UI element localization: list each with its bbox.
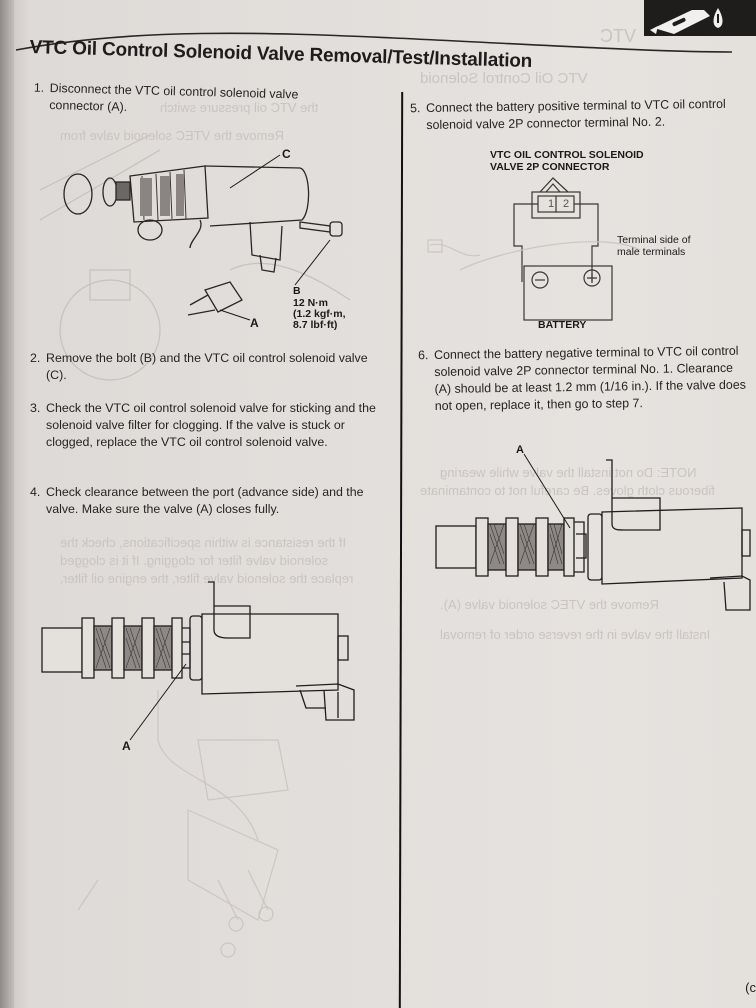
callout-c: C: [282, 147, 291, 161]
section-tab: [644, 0, 756, 36]
torque-spec-kgfm: (1.2 kgf·m,: [293, 308, 346, 320]
step-number: 1.: [33, 80, 45, 95]
bleed-through-text: VTC Oil Control Solenoid: [420, 70, 588, 87]
step-text: Remove the bolt (B) and the VTC oil cont…: [46, 351, 368, 382]
bleed-through-text: If the resistance is within specificatio…: [60, 535, 347, 550]
callout-b: B: [293, 285, 301, 297]
connector-title-line1: VTC OIL CONTROL SOLENOID: [490, 149, 644, 161]
terminal-side-note: Terminal side of male terminals: [617, 234, 691, 258]
step-text: Check clearance between the port (advanc…: [46, 485, 364, 516]
column-divider: [398, 91, 404, 1008]
step-number: 6.: [418, 348, 429, 363]
bleed-through-text: Install the valve in the reverse order o…: [440, 627, 711, 642]
step-text: Disconnect the VTC oil control solenoid …: [49, 80, 299, 115]
terminal-side-note-line1: Terminal side of: [617, 234, 691, 246]
terminal-side-note-line2: male terminals: [617, 246, 686, 258]
cut-off-margin-text: (c: [745, 980, 756, 995]
battery-label: BATTERY: [538, 319, 587, 331]
step-number: 2.: [30, 351, 41, 365]
step-text: Connect the battery positive terminal to…: [426, 96, 726, 132]
step-2: 2. Remove the bolt (B) and the VTC oil c…: [30, 350, 376, 384]
connector-battery-wiring-diagram: [427, 177, 641, 321]
step-text: Connect the battery negative terminal to…: [434, 343, 746, 413]
ghost-tab-text: VTC: [600, 26, 636, 46]
step-number: 4.: [30, 485, 41, 499]
connector-diagram-title: VTC OIL CONTROL SOLENOID VALVE 2P CONNEC…: [490, 149, 644, 173]
book-spine-shadow: [0, 0, 14, 1008]
step-1: 1. Disconnect the VTC oil control soleno…: [34, 80, 340, 122]
torque-spec-lbfft: 8.7 lbf·ft): [293, 319, 338, 331]
terminal-2-label: 2: [563, 198, 570, 210]
step-6: 6. Connect the battery negative terminal…: [418, 343, 747, 415]
terminal-1-label: 1: [548, 198, 555, 210]
valve-open-illustration: [435, 453, 751, 611]
wrench-oil-drop-icon: [650, 8, 723, 34]
step-number: 3.: [30, 401, 41, 415]
step-3: 3. Check the VTC oil control solenoid va…: [30, 400, 376, 451]
connector-title-line2: VALVE 2P CONNECTOR: [490, 161, 610, 173]
valve-closed-illustration: [41, 581, 355, 958]
solenoid-removal-illustration: [39, 134, 351, 381]
torque-spec-nm: 12 N·m: [293, 297, 329, 309]
step-4: 4. Check clearance between the port (adv…: [30, 484, 376, 518]
bleed-through-text: solenoid valve filter for clogging. If i…: [60, 553, 329, 568]
step-5: 5. Connect the battery positive terminal…: [410, 96, 726, 134]
callout-a: A: [122, 739, 131, 753]
step-number: 5.: [410, 101, 421, 116]
step-text: Check the VTC oil control solenoid valve…: [46, 401, 376, 449]
header-rule: [15, 32, 733, 53]
callout-a: A: [516, 444, 524, 456]
callout-a: A: [250, 316, 259, 330]
